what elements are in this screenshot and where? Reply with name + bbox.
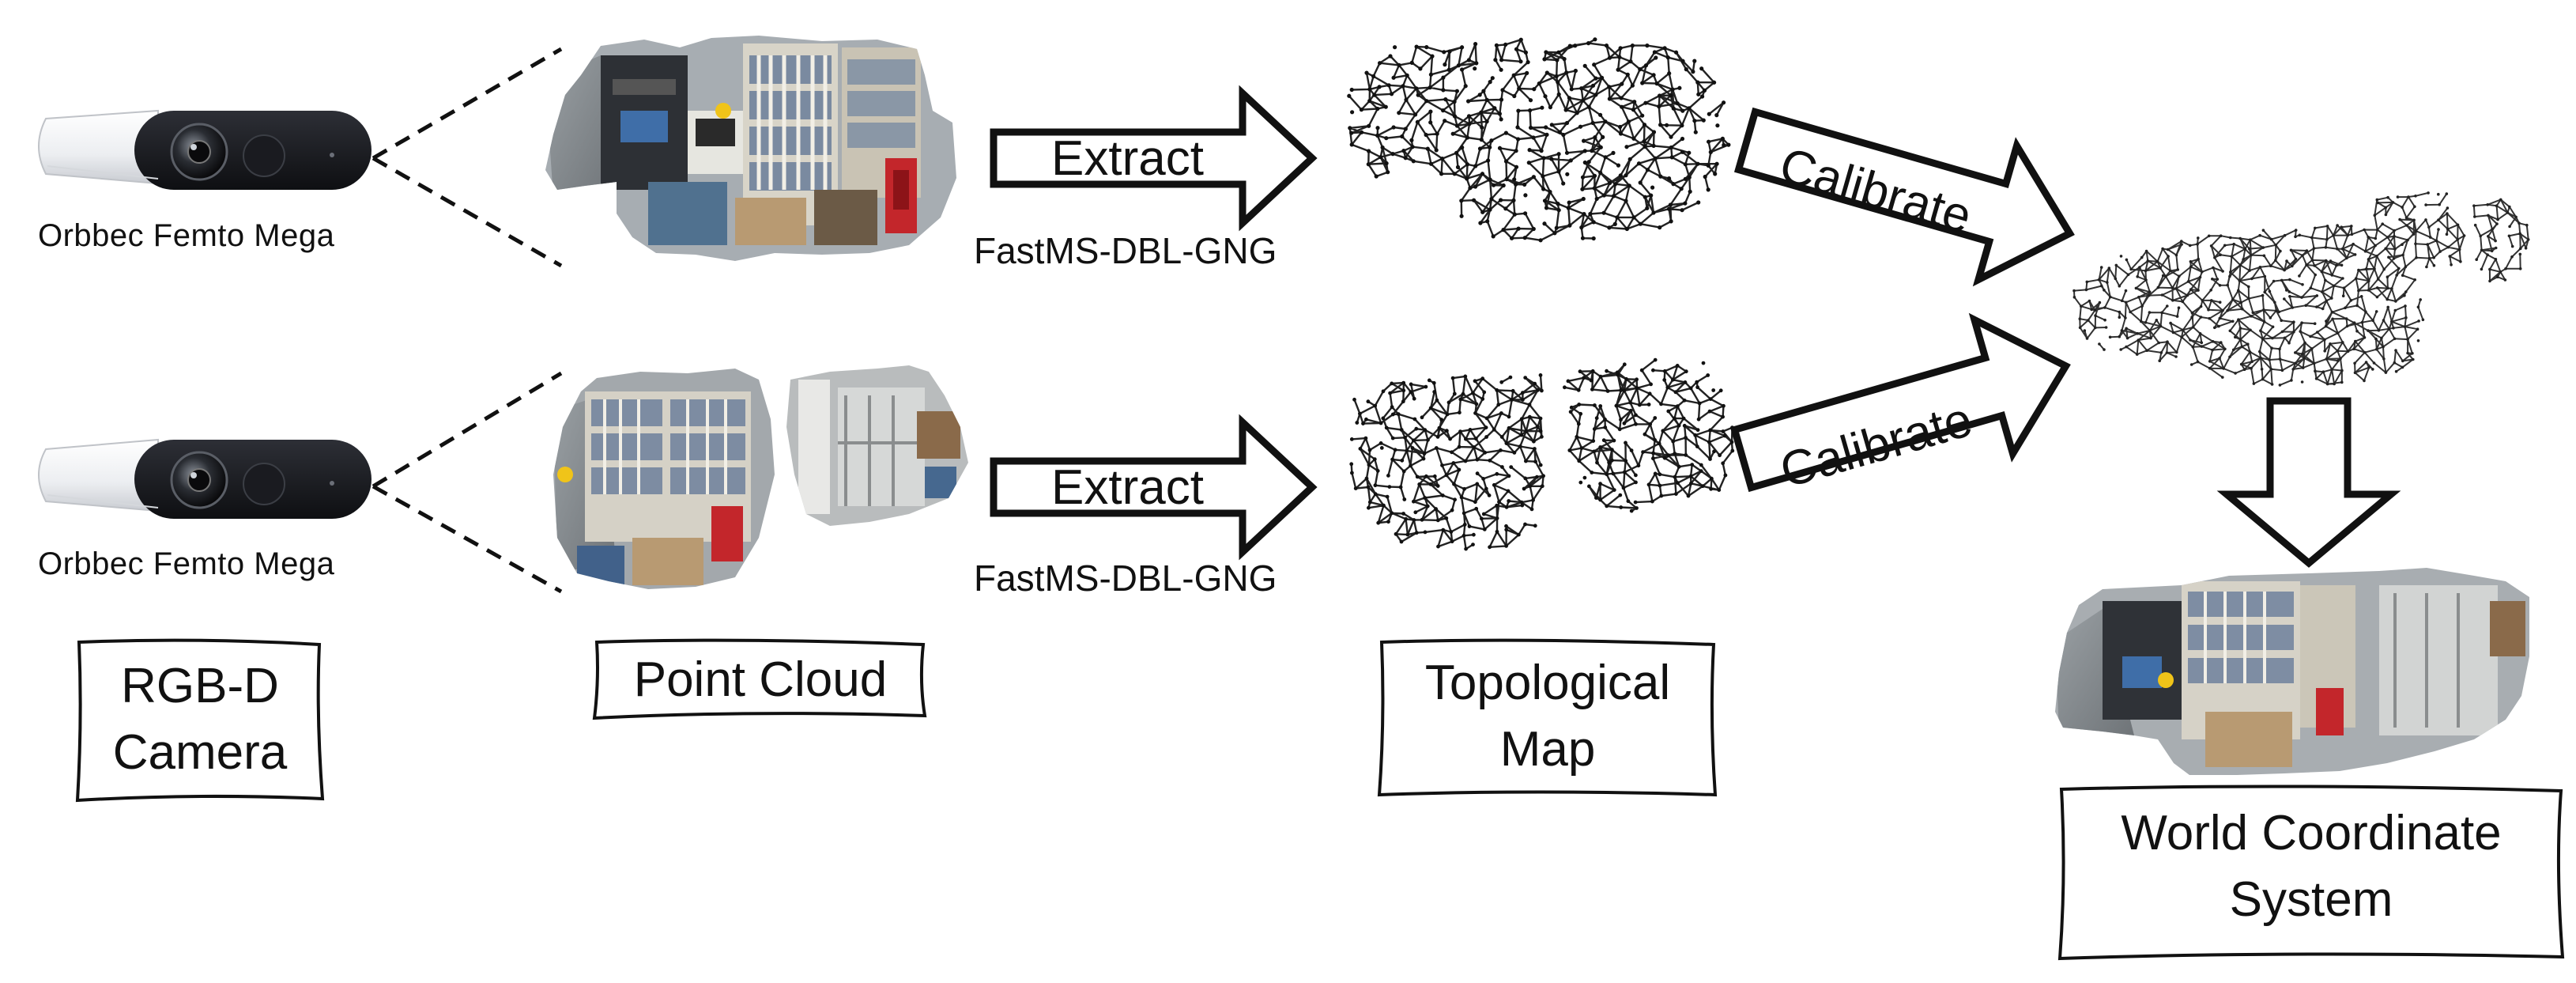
camera-box-outline bbox=[75, 638, 325, 803]
label-boxes bbox=[75, 638, 2565, 961]
rgbd-camera-top bbox=[38, 109, 372, 190]
point-cloud-stage-label: Point Cloud bbox=[633, 652, 888, 707]
fov-lines bbox=[372, 47, 563, 594]
graph-edges bbox=[2073, 191, 2529, 386]
algorithm-label-top: FastMS-DBL-GNG bbox=[974, 230, 1277, 271]
calibrate-arrow-bottom bbox=[1729, 312, 2071, 493]
graph-edges bbox=[1348, 38, 1729, 241]
down-arrow bbox=[2216, 397, 2401, 568]
camera-stage-label: RGB-D Camera bbox=[112, 659, 288, 780]
algorithm-label-bottom: FastMS-DBL-GNG bbox=[974, 558, 1277, 599]
point-cloud-top bbox=[545, 36, 956, 261]
topo-box-outline bbox=[1377, 638, 1718, 797]
extract-arrow-bottom bbox=[990, 414, 1318, 561]
world-box-outline bbox=[2057, 785, 2565, 961]
topological-map-top bbox=[1347, 37, 1731, 243]
topological-map-bottom bbox=[1349, 357, 1735, 551]
camera-model-label-bottom: Orbbec Femto Mega bbox=[38, 546, 335, 581]
world-coordinate-stage-label: World Coordinate System bbox=[2121, 806, 2502, 927]
topological-map-stage-label: Topological Map bbox=[1424, 656, 1671, 777]
extract-label-bottom: Extract bbox=[1051, 460, 1204, 515]
point-cloud-bottom bbox=[553, 365, 968, 589]
world-point-cloud bbox=[2055, 568, 2529, 775]
extract-label-top: Extract bbox=[1051, 131, 1204, 186]
camera-model-label-top: Orbbec Femto Mega bbox=[38, 218, 335, 253]
rgbd-camera-bottom bbox=[38, 438, 372, 519]
merged-topological-map bbox=[2072, 191, 2530, 387]
graph-nodes bbox=[1347, 37, 1731, 243]
point-cloud-box-outline bbox=[592, 638, 927, 720]
calibrate-arrow-top bbox=[1733, 107, 2075, 287]
extract-arrow-top bbox=[990, 85, 1318, 232]
